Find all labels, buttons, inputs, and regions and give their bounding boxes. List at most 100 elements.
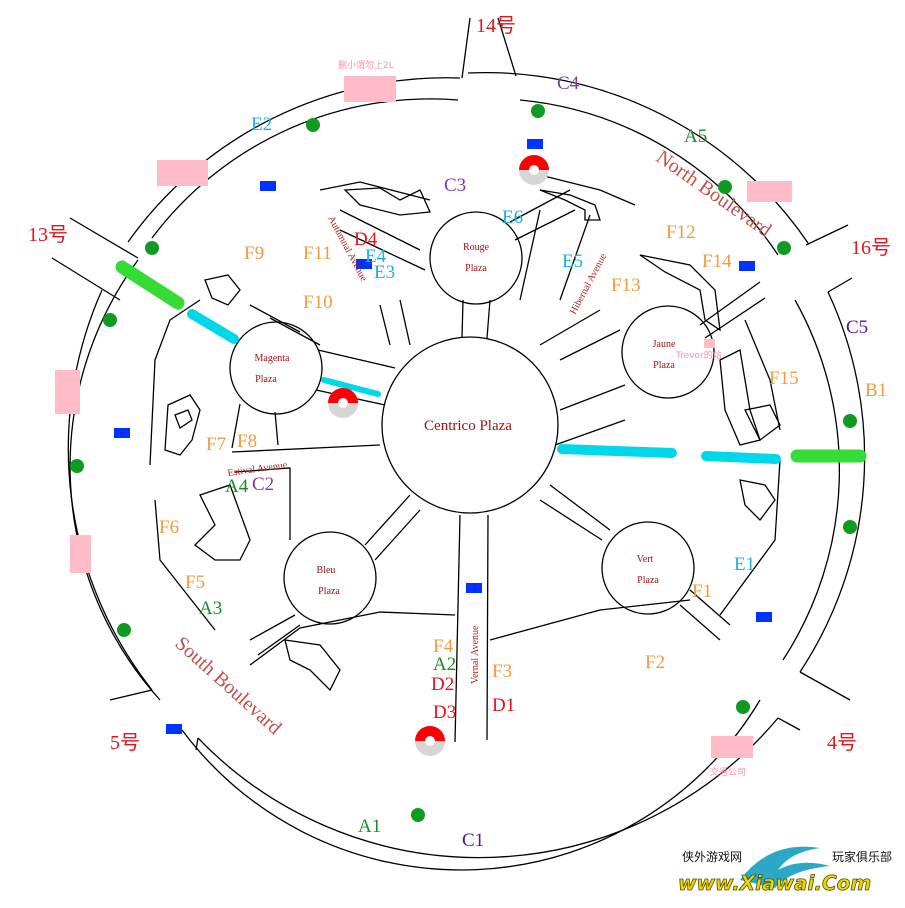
highlight-bars: [115, 260, 867, 464]
pink-marker: [55, 370, 80, 414]
spot-label-b1: B1: [865, 380, 887, 401]
cyan-bar-east-2: [701, 451, 781, 464]
gate-road-se: [777, 671, 851, 731]
cyan-bar-west: [187, 309, 239, 344]
bleu-ring: [283, 531, 377, 625]
spot-label-f6: F6: [159, 517, 179, 538]
vert-ring: [601, 521, 695, 615]
pink-marker: [747, 181, 792, 202]
green-dot: [411, 808, 425, 822]
blue-marker: [756, 612, 772, 622]
spot-label-f5: F5: [185, 572, 205, 593]
watermark-left: 侠外游戏网: [682, 850, 742, 864]
blue-marker: [739, 261, 755, 271]
building-outline: [284, 639, 341, 692]
spoke: [249, 304, 321, 346]
building-outline: [539, 189, 601, 221]
gate-label-southeast: 4号: [827, 732, 857, 754]
pokeball-icon: [519, 155, 549, 185]
plaza-labels: Centrico Plaza Rouge Plaza Magenta Plaza…: [255, 242, 676, 597]
spot-label-f9: F9: [244, 243, 264, 264]
magenta-plaza-label: Plaza: [255, 374, 277, 385]
note-jaune: Trevor的站: [675, 349, 722, 361]
lime-bar-west: [115, 260, 185, 310]
spot-label-a5: A5: [684, 126, 707, 147]
cyan-bar-magenta: [321, 377, 381, 397]
spoke: [231, 403, 279, 449]
vernal-avenue-label: Vernal Avenue: [470, 625, 481, 684]
building-outline: [204, 274, 241, 306]
spot-label-f13: F13: [611, 275, 641, 296]
outer-ring-arc: [197, 717, 779, 859]
gate-road-north: [461, 17, 517, 79]
blue-marker: [356, 259, 372, 269]
spot-label-f12: F12: [666, 222, 696, 243]
gate-road-sw: [109, 689, 199, 751]
spoke: [509, 189, 576, 241]
spoke: [519, 209, 591, 301]
building-outline: [719, 349, 761, 446]
outer-ring-arc: [127, 77, 461, 243]
blue-marker: [527, 139, 543, 149]
spoke: [454, 514, 489, 743]
inner-ring: [319, 169, 636, 206]
spoke: [539, 484, 611, 541]
inner-ring: [249, 611, 456, 666]
pokeball-icon: [415, 726, 445, 756]
spot-label-e2: E2: [251, 114, 272, 135]
rouge-plaza-label: Plaza: [465, 263, 487, 274]
spot-label-f3: F3: [492, 661, 512, 682]
spot-label-d2: D2: [431, 674, 454, 695]
middle-ring-arc: [151, 98, 459, 239]
jaune-ring: [621, 305, 715, 399]
pink-marker: [704, 339, 715, 348]
magenta-plaza-label: Magenta: [255, 353, 291, 364]
centrico-ring: [381, 336, 559, 514]
green-dot: [145, 241, 159, 255]
spot-label-a3: A3: [199, 598, 222, 619]
building-outline: [744, 404, 781, 441]
spot-label-d3: D3: [433, 702, 456, 723]
middle-ring-arc: [181, 699, 761, 871]
gate-road-west: [51, 217, 139, 301]
building-outline: [164, 394, 201, 456]
gate-label-southwest: 5号: [110, 732, 140, 754]
watermark: 侠外游戏网 玩家俱乐部 www.Xiawai.Com: [678, 846, 892, 895]
green-dot: [736, 700, 750, 714]
note-top: 删小谓勿上2L: [338, 59, 394, 71]
spot-label-e1: E1: [734, 554, 755, 575]
blue-marker: [166, 724, 182, 734]
building-outline: [194, 484, 251, 561]
spot-labels: A1 A2 A3 A4 A5 B1 C2 C3 C4 C1 C5 D1 D2 D…: [159, 73, 887, 851]
spot-label-f14: F14: [702, 251, 732, 272]
spot-label-f8: F8: [237, 431, 257, 452]
spoke: [554, 384, 626, 446]
note-bottom-right: 交通公司: [710, 766, 746, 778]
spoke: [379, 299, 411, 346]
spoke: [539, 309, 621, 361]
spoke: [249, 614, 301, 656]
pink-marker: [157, 160, 208, 186]
blue-marker: [114, 428, 130, 438]
spot-label-a4: A4: [225, 476, 249, 497]
spot-label-c1: C1: [462, 830, 484, 851]
inner-ring: [744, 319, 781, 431]
centrico-plaza-label: Centrico Plaza: [424, 418, 512, 434]
building-outline: [639, 254, 721, 332]
green-dots: [70, 104, 857, 822]
middle-ring-arc: [519, 99, 779, 256]
road-outlines: [51, 17, 866, 871]
outer-ring-arc: [799, 291, 866, 673]
notes: 删小谓勿上2L Trevor的站 交通公司: [338, 59, 746, 778]
vert-plaza-label: Vert: [637, 554, 654, 565]
green-dot: [306, 118, 320, 132]
jaune-plaza-label: Jaune: [653, 339, 676, 350]
building-outline: [343, 187, 431, 216]
spot-label-d1: D1: [492, 695, 515, 716]
green-dot: [777, 241, 791, 255]
spot-label-f11: F11: [303, 243, 332, 264]
spot-label-f10: F10: [303, 292, 333, 313]
gate-label-east: 16号: [851, 237, 891, 259]
gate-labels: 14号 13号 16号 5号 4号: [28, 15, 891, 754]
